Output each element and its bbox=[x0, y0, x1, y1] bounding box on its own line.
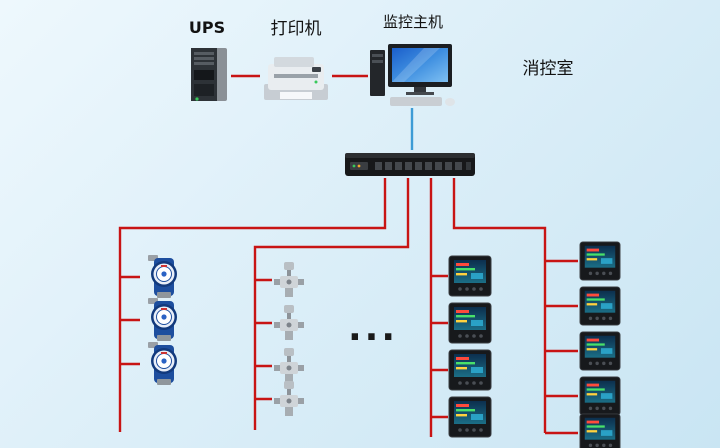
ups-icon bbox=[183, 46, 231, 104]
water-meter-icon bbox=[140, 298, 186, 342]
control-room-label: 消控室 bbox=[522, 59, 574, 79]
wire-branch-valves bbox=[253, 178, 410, 430]
valve-sensor-icon bbox=[272, 381, 306, 417]
monitor-host-label: 监控主机 bbox=[382, 13, 443, 31]
valve-sensor-icon bbox=[272, 305, 306, 341]
valve-sensor-icon bbox=[272, 262, 306, 298]
water-meter-icon bbox=[140, 255, 186, 299]
ups-label: UPS bbox=[188, 18, 226, 37]
power-meter-icon bbox=[448, 302, 492, 344]
water-meter-icon bbox=[140, 342, 186, 386]
valve-sensor-icon bbox=[272, 348, 306, 384]
power-meter-icon bbox=[578, 376, 622, 416]
power-meter-icon bbox=[578, 413, 622, 448]
power-meter-icon bbox=[578, 331, 622, 371]
more-devices-ellipsis: ... bbox=[348, 308, 399, 349]
printer-label: 打印机 bbox=[270, 19, 322, 39]
power-meter-icon bbox=[578, 241, 622, 281]
wire-branch-meters-b bbox=[452, 178, 547, 433]
wire-branch-left bbox=[118, 178, 387, 432]
power-meter-icon bbox=[448, 255, 492, 297]
printer-icon bbox=[260, 52, 332, 104]
power-meter-icon bbox=[448, 349, 492, 391]
power-meter-icon bbox=[578, 286, 622, 326]
monitor-host-icon bbox=[368, 44, 458, 108]
network-switch-icon bbox=[345, 150, 475, 178]
power-meter-icon bbox=[448, 396, 492, 438]
